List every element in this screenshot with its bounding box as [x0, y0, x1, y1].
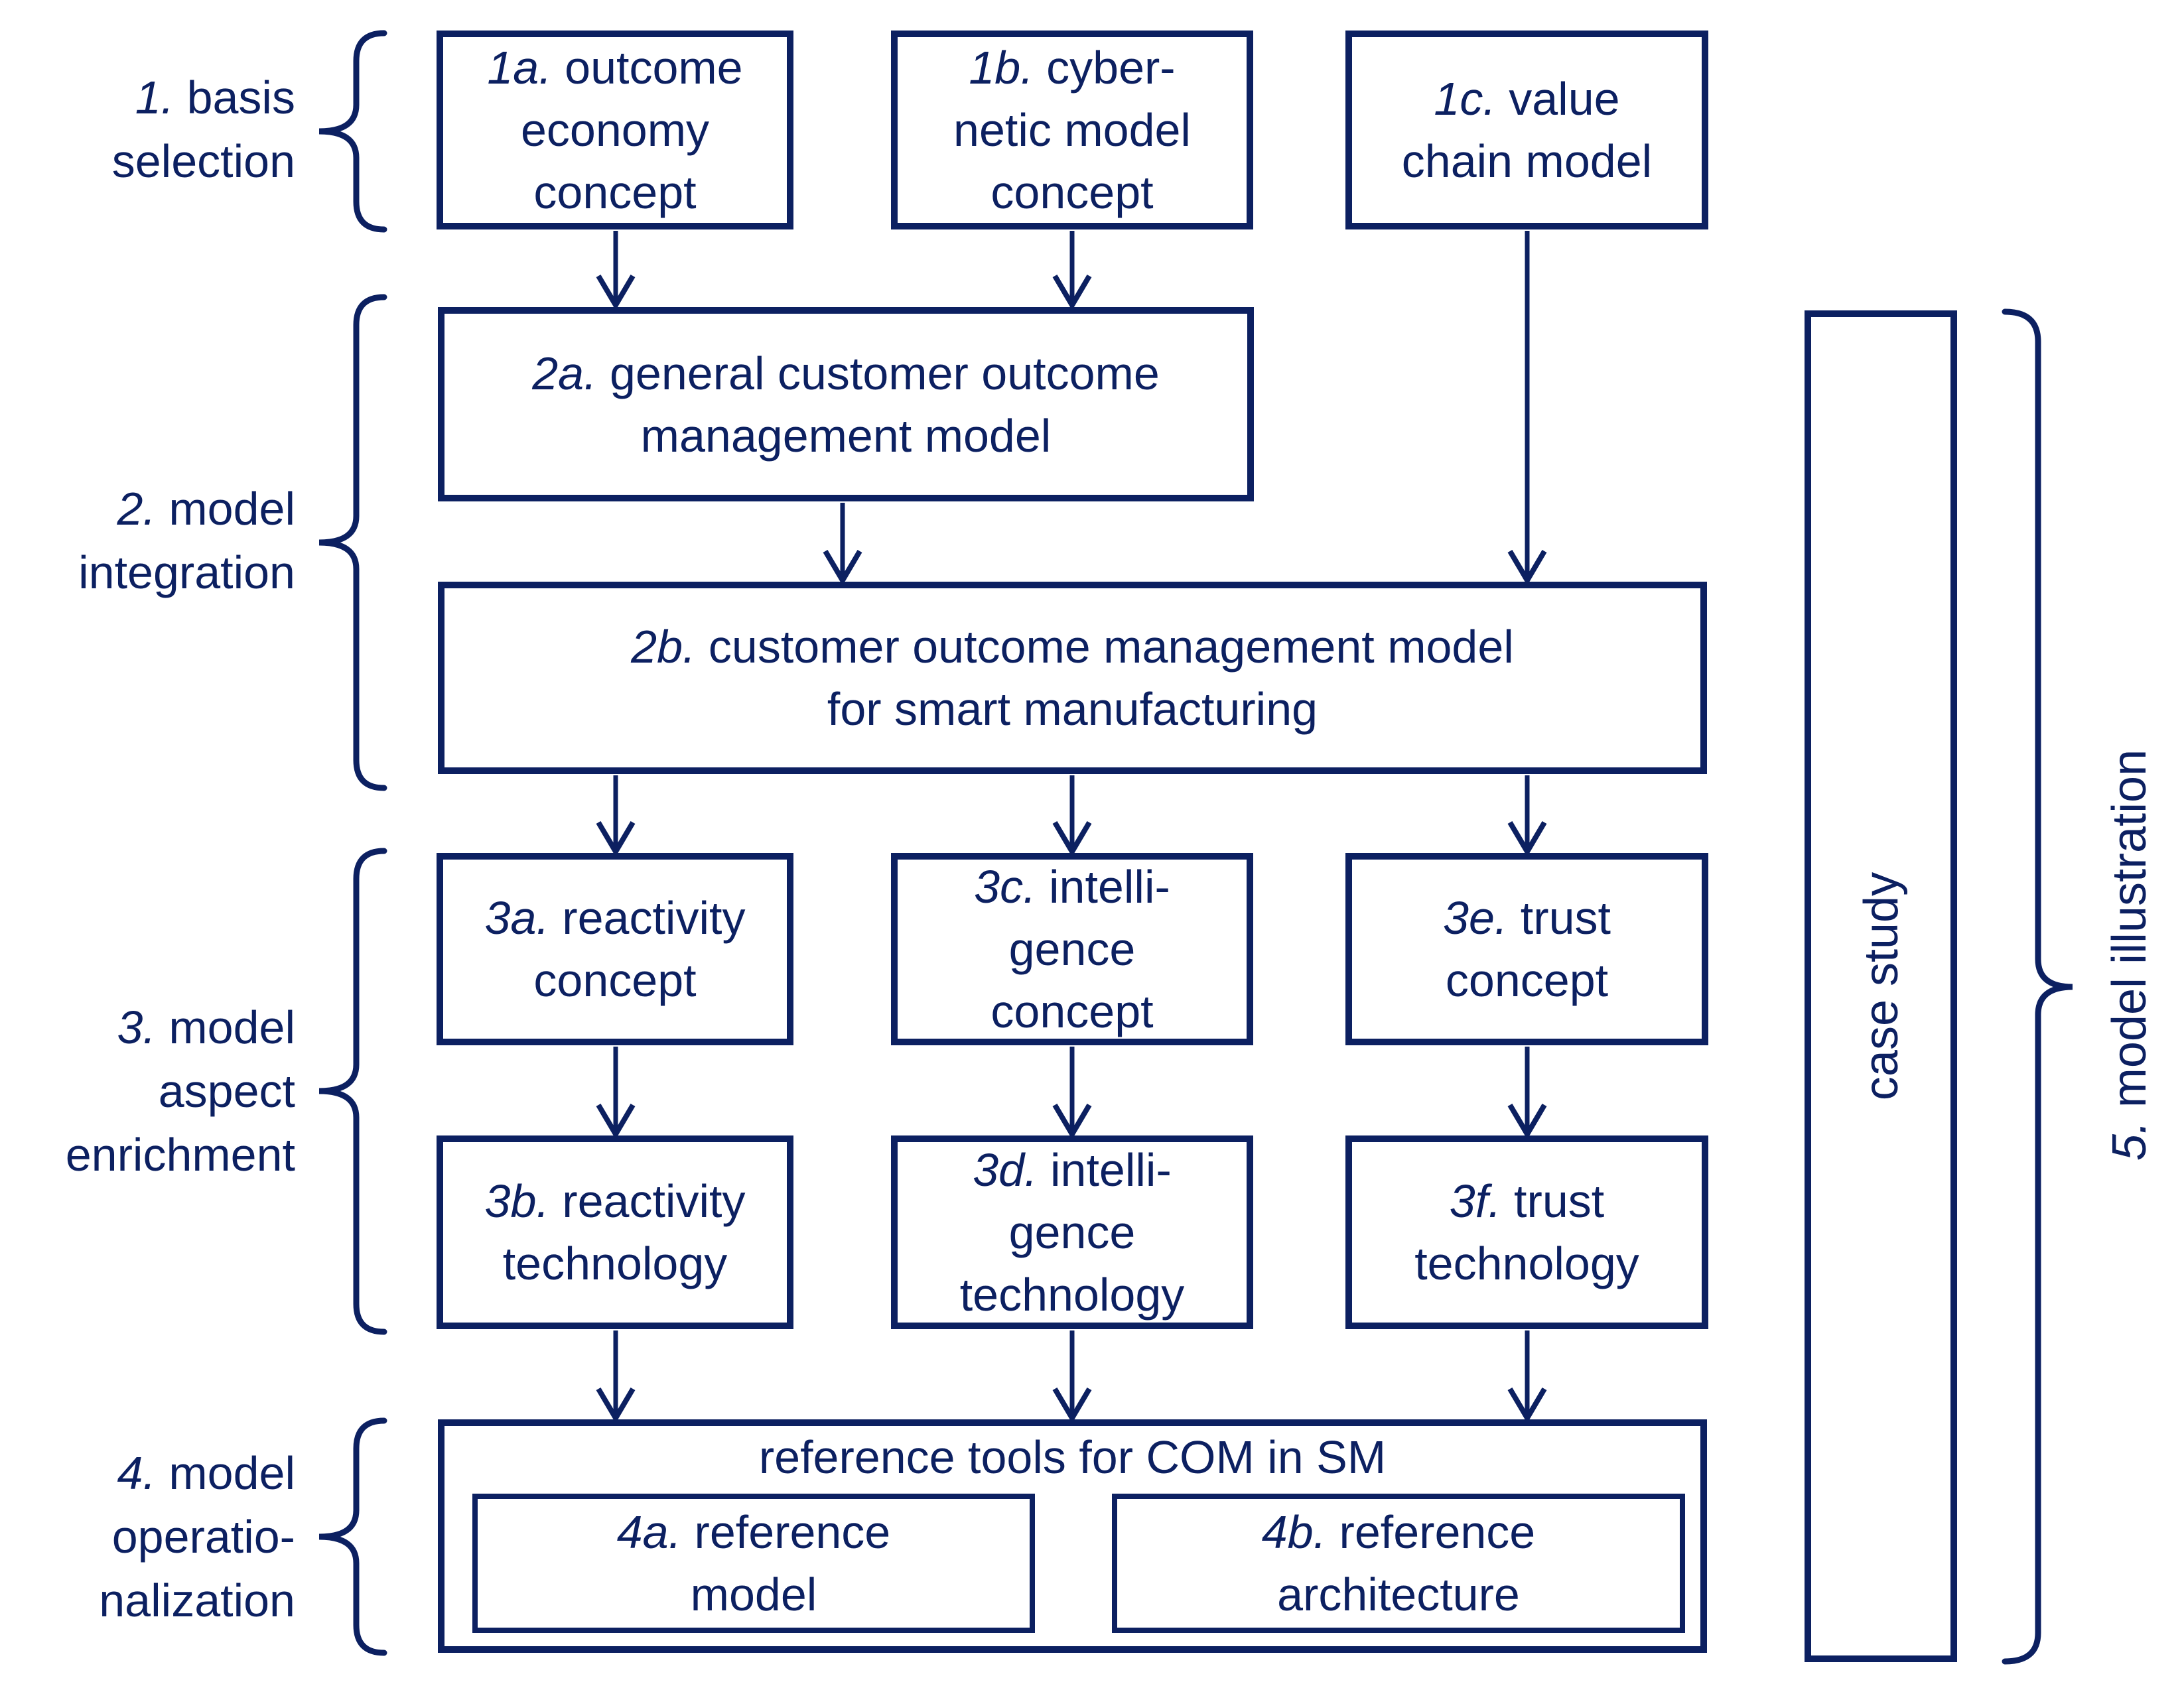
box-3e-trust-concept: 3e. trust concept [1345, 853, 1708, 1045]
phase-label-model-illustration: 5. model illustration [2103, 749, 2156, 1161]
box-number: 3b. [484, 1175, 549, 1227]
box-number: 3c. [974, 861, 1036, 913]
phase-number: 1. [135, 72, 174, 123]
phase-label-basis-selection: 1. basis selection [111, 72, 295, 187]
box-1b-cybernetic-model-concept: 1b. cyber- netic model concept [891, 31, 1253, 229]
brace-section-4 [318, 1417, 387, 1656]
box-3c-intelligence-concept: 3c. intelli- gence concept [891, 853, 1253, 1045]
arrow-1b-to-2a [1052, 231, 1092, 310]
brace-section-3 [318, 848, 387, 1335]
arrow-1c-to-2b [1507, 231, 1547, 586]
box-number: 4b. [1261, 1506, 1327, 1558]
arrow-2a-to-2b [823, 503, 862, 586]
box-1a-outcome-economy-concept: 1a. outcome economy concept [437, 31, 793, 229]
box-number: 3f. [1449, 1175, 1501, 1227]
arrow-3f-to-4 [1507, 1330, 1547, 1423]
arrow-1a-to-2a [596, 231, 636, 310]
reference-tools-title: reference tools for COM in SM [758, 1431, 1387, 1483]
box-number: 2a. [532, 347, 597, 399]
phase-number: 5. [2103, 1121, 2156, 1161]
brace-section-1 [318, 30, 387, 233]
phase-label-model-aspect-enrichment: 3. model aspect enrichment [65, 1002, 295, 1181]
box-number: 1c. [1434, 73, 1496, 125]
arrow-3b-to-4 [596, 1330, 636, 1423]
box-number: 3a. [484, 892, 549, 944]
box-number: 1a. [487, 42, 552, 94]
arrow-2b-to-3c [1052, 775, 1092, 857]
box-4a-reference-model: 4a. reference model [472, 1494, 1035, 1633]
arrow-2b-to-3a [596, 775, 636, 857]
phase-label-model-integration: 2. model integration [78, 483, 295, 598]
box-number: 3e. [1443, 892, 1508, 944]
arrow-3d-to-4 [1052, 1330, 1092, 1423]
box-3d-intelligence-technology: 3d. intelli- gence technology [891, 1135, 1253, 1329]
phase-number: 3. [117, 1002, 156, 1053]
brace-section-5 [2002, 308, 2073, 1665]
phase-label-model-operationalization: 4. model operatio- nalization [99, 1447, 295, 1626]
case-study-label: case study [1855, 872, 1908, 1101]
arrow-3c-to-3d [1052, 1047, 1092, 1139]
phase-number: 2. [117, 483, 156, 535]
box-3f-trust-technology: 3f. trust technology [1345, 1135, 1708, 1329]
box-number: 2b. [631, 621, 696, 673]
box-3a-reactivity-concept: 3a. reactivity concept [437, 853, 793, 1045]
box-1c-value-chain-model: 1c. value chain model [1345, 31, 1708, 229]
phase-number: 4. [117, 1447, 156, 1499]
box-4b-reference-architecture: 4b. reference architecture [1112, 1494, 1685, 1633]
brace-section-2 [318, 294, 387, 791]
box-number: 3d. [973, 1144, 1038, 1196]
arrow-3e-to-3f [1507, 1047, 1547, 1139]
box-3b-reactivity-technology: 3b. reactivity technology [437, 1135, 793, 1329]
box-number: 1b. [969, 42, 1034, 94]
box-2b-customer-outcome-management-model-smart-manufacturing: 2b. customer outcome management model fo… [438, 582, 1707, 774]
box-number: 4a. [616, 1506, 682, 1558]
arrow-2b-to-3e [1507, 775, 1547, 857]
box-2a-general-customer-outcome-management-model: 2a. general customer outcome management … [438, 307, 1254, 501]
box-case-study [1805, 310, 1957, 1662]
arrow-3a-to-3b [596, 1047, 636, 1139]
